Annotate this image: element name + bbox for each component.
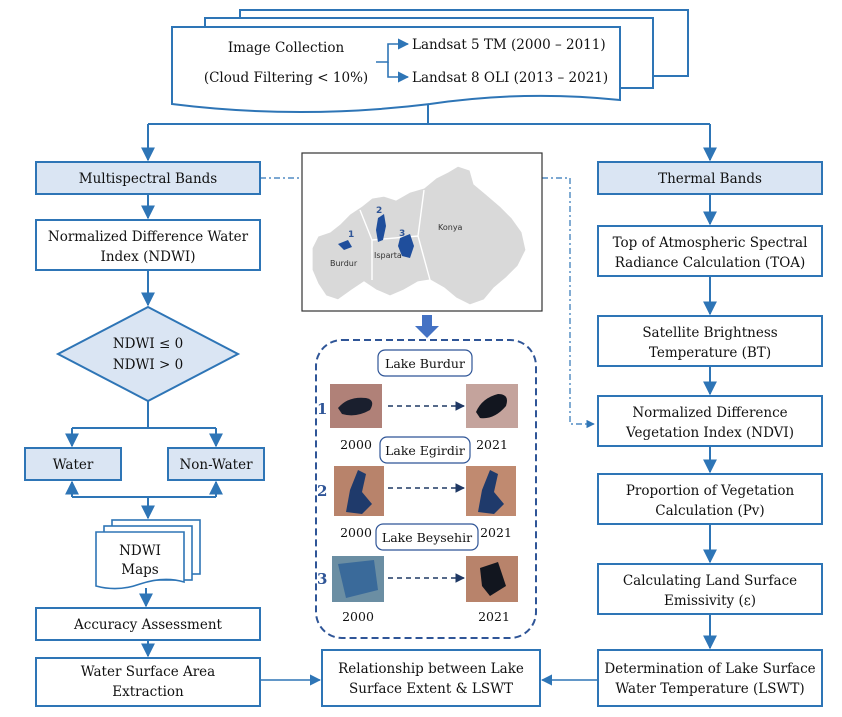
study-area-map: 1 2 3 Burdur Isparta Konya	[301, 152, 543, 312]
lake-egirdir-name: Lake Egirdir	[385, 443, 465, 458]
lake3-year-start: 2000	[342, 609, 374, 624]
image-collection-title: Image Collection	[228, 40, 345, 56]
ndwi-condition-diamond	[55, 305, 241, 403]
lake1-year-end: 2021	[476, 437, 508, 452]
water-extraction-line1: Water Surface Area	[81, 664, 215, 680]
water-extraction-line2: Extraction	[112, 684, 184, 700]
bt-box	[597, 315, 823, 367]
image-collection-stack: Image Collection (Cloud Filtering < 10%)…	[171, 9, 689, 113]
accuracy-assessment-box	[35, 607, 261, 641]
water-extraction-box	[35, 657, 261, 707]
map-number-2: 2	[376, 206, 382, 216]
lake-beysehir-tag	[375, 523, 479, 551]
pv-box	[597, 473, 823, 525]
map-number-3: 3	[399, 229, 405, 239]
lswt-line2: Water Temperature (LSWT)	[615, 681, 804, 697]
image-collection-box	[171, 26, 621, 113]
relationship-box	[321, 649, 541, 707]
water-label: Water	[53, 457, 94, 473]
lswt-line1: Determination of Lake Surface	[604, 661, 815, 677]
lswt-box	[597, 649, 823, 707]
bracket-arrow-landsat5	[376, 38, 410, 63]
lake3-year-end: 2021	[478, 609, 510, 624]
map-label-konya: Konya	[438, 223, 463, 232]
lse-line2: Emissivity (ε)	[664, 593, 756, 609]
ndwi-label-line2: Index (NDWI)	[101, 249, 196, 265]
toa-line1: Top of Atmospheric Spectral	[613, 235, 808, 251]
map-lake-beysehir	[398, 234, 414, 258]
lake2-number: 2	[317, 482, 327, 500]
ndwi-label-line1: Normalized Difference Water	[48, 229, 249, 245]
dashdot-map-to-ndvi	[542, 177, 595, 429]
lake1-year-start: 2000	[340, 437, 372, 452]
map-lake-egirdir	[376, 214, 386, 242]
landsat8-label: Landsat 8 OLI (2013 – 2021)	[412, 70, 608, 86]
ndvi-line1: Normalized Difference	[632, 405, 787, 421]
left-column: Multispectral Bands Normalized Differenc…	[24, 161, 265, 707]
toa-line2: Radiance Calculation (TOA)	[615, 255, 806, 271]
lake1-number: 1	[317, 400, 327, 418]
lake-egirdir-tag	[379, 436, 471, 464]
lake2-year-end: 2021	[480, 525, 512, 540]
lake3-number: 3	[317, 570, 327, 588]
thermal-bands-label: Thermal Bands	[658, 171, 762, 187]
split-connector	[141, 104, 717, 162]
accuracy-assessment-label: Accuracy Assessment	[73, 617, 222, 633]
lse-line1: Calculating Land Surface	[623, 573, 797, 589]
toa-box	[597, 225, 823, 277]
multispectral-bands-label: Multispectral Bands	[79, 171, 218, 187]
lake1-2000-water	[338, 397, 373, 416]
ndvi-line2: Vegetation Index (NDVI)	[625, 425, 794, 441]
lake3-2000-water	[338, 560, 378, 598]
pv-line1: Proportion of Vegetation	[626, 483, 795, 499]
landsat5-label: Landsat 5 TM (2000 – 2011)	[412, 37, 606, 53]
lake2-2021-water	[478, 470, 504, 514]
pv-line2: Calculation (Pv)	[655, 503, 764, 519]
map-label-isparta: Isparta	[374, 251, 402, 260]
lake3-2021-water	[480, 562, 506, 596]
map-number-1: 1	[348, 230, 354, 240]
lake2-2000-water	[346, 470, 372, 514]
map-lake-burdur	[338, 240, 352, 250]
relationship-line2: Surface Extent & LSWT	[349, 681, 513, 697]
nonwater-label: Non-Water	[179, 457, 253, 473]
cloud-filtering-label: (Cloud Filtering < 10%)	[204, 70, 368, 86]
ndwi-maps-line2: Maps	[121, 562, 159, 578]
relationship-line1: Relationship between Lake	[338, 661, 524, 677]
ndwi-maps-stack: NDWI Maps	[95, 519, 201, 590]
ndwi-box	[35, 219, 261, 271]
water-box	[24, 447, 122, 481]
condition-line1: NDWI ≤ 0	[113, 336, 183, 352]
map-label-burdur: Burdur	[330, 259, 358, 268]
map-down-arrow	[415, 315, 439, 338]
condition-line2: NDWI > 0	[113, 357, 183, 373]
lake-burdur-tag	[377, 349, 473, 377]
bt-line2: Temperature (BT)	[649, 345, 771, 361]
lake-burdur-name: Lake Burdur	[385, 356, 465, 371]
lake-comparison-panel: Lake Burdur 1 2000 2021 Lake Egirdir 2 2…	[315, 339, 537, 639]
province-borders	[359, 189, 431, 281]
nonwater-box	[167, 447, 265, 481]
lake1-2021-water	[476, 394, 507, 419]
region-shape	[311, 165, 527, 306]
lake-beysehir-name: Lake Beysehir	[382, 530, 472, 545]
bracket-arrow-landsat8	[387, 62, 410, 83]
lake2-year-start: 2000	[340, 525, 372, 540]
right-column: Thermal Bands Top of Atmospheric Spectra…	[597, 161, 823, 707]
bt-line1: Satellite Brightness	[642, 325, 777, 341]
ndwi-maps-line1: NDWI	[119, 543, 161, 559]
